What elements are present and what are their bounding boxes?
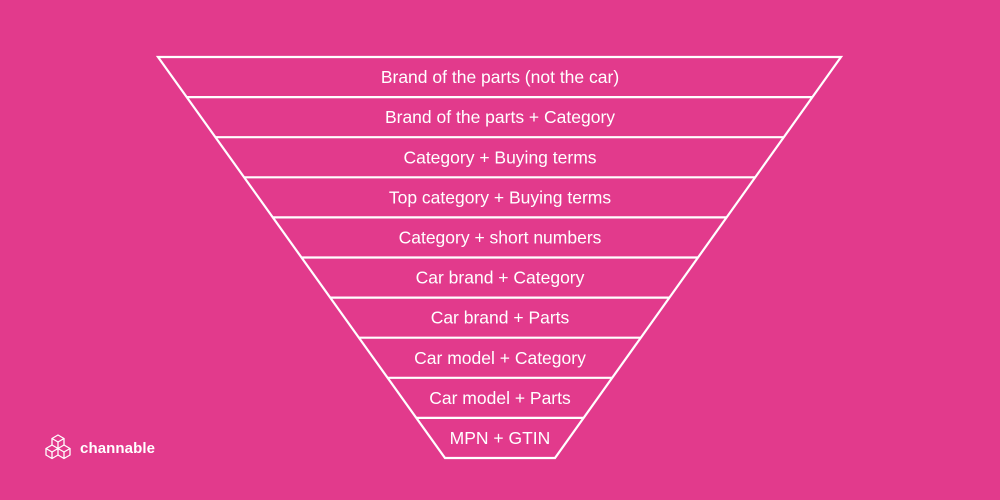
funnel-level-label: MPN + GTIN [450, 428, 551, 448]
funnel-level-label: Car brand + Parts [431, 308, 570, 328]
funnel-level-label: Brand of the parts (not the car) [381, 67, 619, 87]
funnel-level-label: Car model + Category [414, 348, 586, 368]
funnel-level-label: Category + short numbers [399, 227, 602, 247]
brand-name: channable [80, 439, 156, 457]
funnel-level-label: Brand of the parts + Category [385, 107, 615, 127]
funnel-levels: Brand of the parts (not the car) Brand of… [381, 67, 619, 448]
brand-logo: channable [44, 434, 155, 462]
funnel-level-label: Car model + Parts [429, 388, 571, 408]
funnel-level-label: Car brand + Category [416, 268, 585, 288]
funnel-level-label: Top category + Buying terms [389, 187, 612, 207]
funnel-outline [155, 55, 844, 460]
funnel-level-label: Category + Buying terms [403, 147, 596, 167]
funnel-border [155, 55, 844, 460]
channable-cube-logo-icon [45, 434, 71, 460]
